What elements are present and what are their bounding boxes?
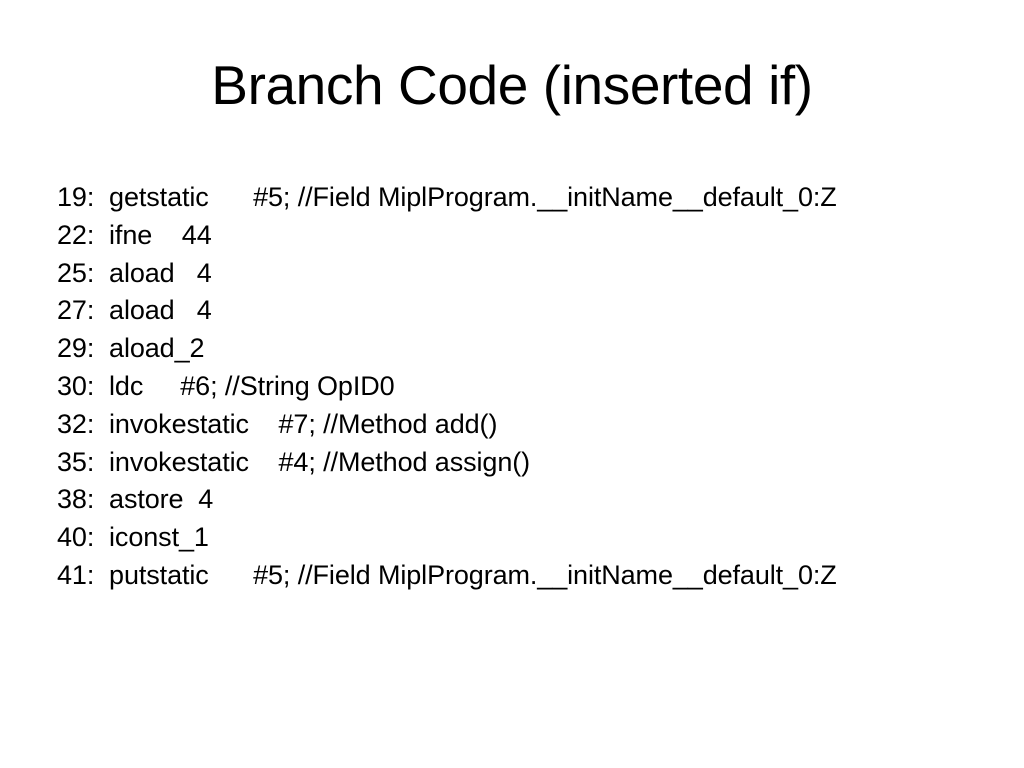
code-line: 25: aload 4 [57,257,212,288]
code-line: 30: ldc #6; //String OpID0 [57,370,395,401]
code-line: 40: iconst_1 [57,522,209,553]
code-line: 19: getstatic #5; //Field MiplProgram.__… [57,182,837,212]
code-line: 38: astore 4 [57,484,214,515]
code-line: 32: invokestatic #7; //Method add() [57,408,498,439]
code-line: 22: ifne 44 [57,219,212,250]
code-line: 27: aload 4 [57,295,212,326]
page-title: Branch Code (inserted if) [211,54,813,116]
code-line: 35: invokestatic #4; //Method assign() [57,446,531,477]
code-line: 41: putstatic #5; //Field MiplProgram.__… [57,559,837,590]
code-listing: 19: getstatic #5; //Field MiplProgram.__… [57,179,997,595]
code-line: 29: aload_2 [57,333,205,364]
